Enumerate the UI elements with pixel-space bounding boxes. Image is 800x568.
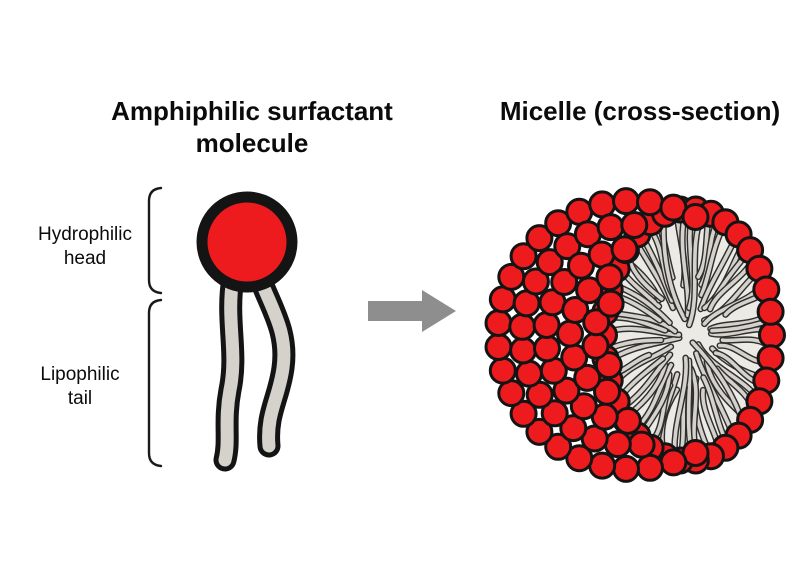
lipophilic-tail-right: [253, 271, 291, 453]
transformation-arrow: [368, 290, 456, 332]
lipophilic-tail-label-line1: Lipophilic: [40, 364, 119, 385]
hydrophilic-head-label-line2: head: [64, 248, 106, 269]
hydrophilic-head-label-line1: Hydrophilic: [38, 224, 132, 245]
lipophilic-tail-left: [218, 271, 240, 467]
head-bracket: [147, 186, 163, 295]
left-panel-title-line1: Amphiphilic surfactant: [111, 96, 393, 126]
tail-bracket: [147, 298, 163, 468]
surfactant-molecule: [196, 191, 298, 472]
micelle-cross-section: [484, 187, 786, 483]
left-panel-title-line2: molecule: [196, 128, 309, 158]
left-panel: Amphiphilic surfactant molecule Hydrophi…: [38, 96, 393, 472]
right-panel-title: Micelle (cross-section): [500, 96, 780, 126]
lipophilic-tail-label-line2: tail: [68, 388, 92, 409]
right-panel: Micelle (cross-section): [484, 96, 786, 483]
hydrophilic-head: [196, 191, 298, 293]
micelle-head-groups: [484, 187, 786, 483]
